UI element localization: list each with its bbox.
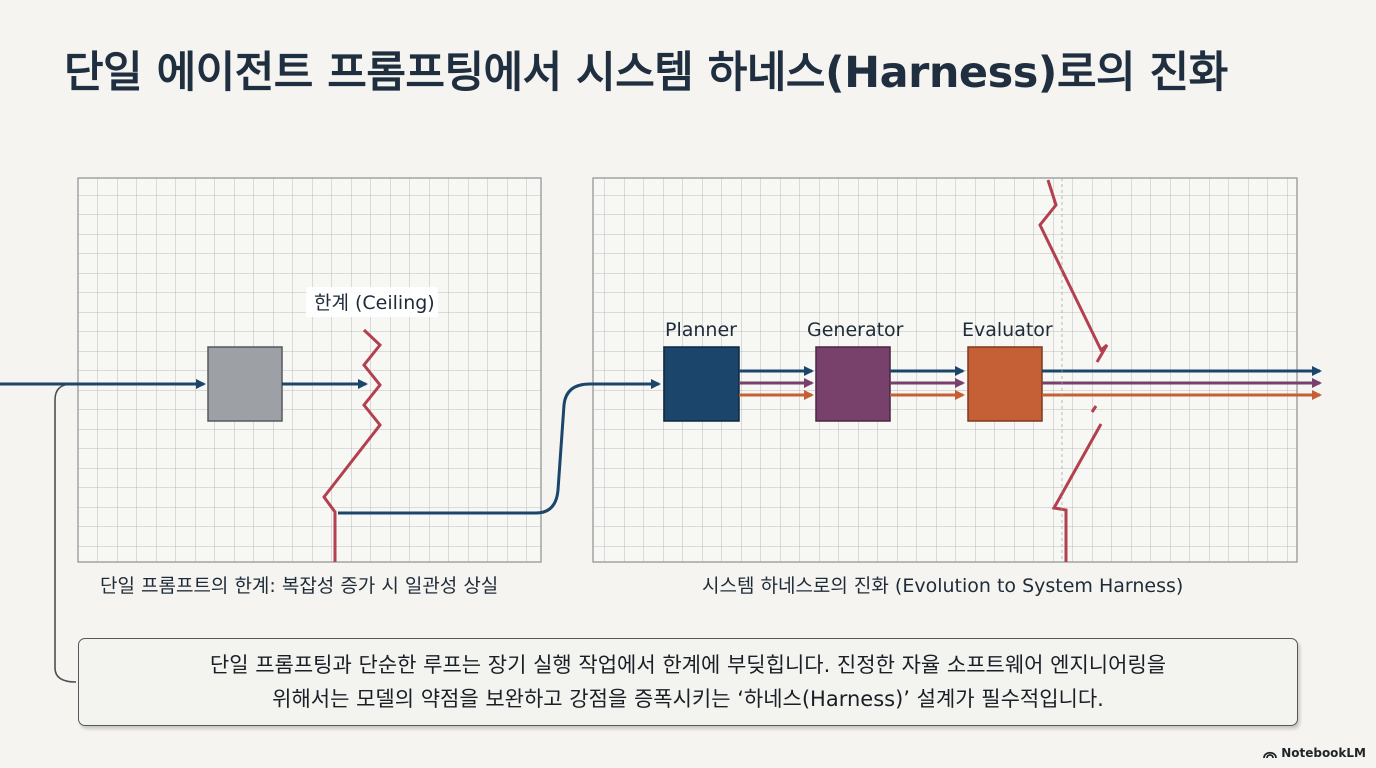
brand-text: NotebookLM [1281,746,1366,760]
evolution-flow-path [338,379,661,515]
summary-box: 단일 프롬프팅과 단순한 루프는 장기 실행 작업에서 한계에 부딪힙니다. 진… [78,638,1298,726]
evaluator-label: Evaluator [962,319,1053,341]
left-panel-caption: 단일 프롬프트의 한계: 복잡성 증가 시 일관성 상실 [100,575,499,597]
evaluator-box [967,346,1043,422]
right-panel-caption: 시스템 하네스로의 진화 (Evolution to System Harnes… [702,575,1184,597]
notebooklm-branding: NotebookLM [1263,746,1366,760]
broken-ceiling-lower [1051,405,1103,562]
generator-box [815,346,891,422]
page-title: 단일 에이전트 프롬프팅에서 시스템 하네스(Harness)로의 진화 [64,48,1228,98]
ceiling-label: 한계 (Ceiling) [314,292,435,314]
ceiling-barrier [322,328,383,562]
summary-connector-line [54,383,77,683]
notebooklm-icon [1263,751,1278,759]
summary-line-1: 단일 프롬프팅과 단순한 루프는 장기 실행 작업에서 한계에 부딪힙니다. 진… [209,653,1167,677]
planner-box [663,346,740,422]
generator-label: Generator [807,319,904,341]
broken-ceiling-upper [1038,179,1109,363]
summary-line-2: 위해서는 모델의 약점을 보완하고 강점을 증폭시키는 ‘하네스(Harness… [272,687,1104,711]
left-grid-panel [77,177,542,563]
single-prompt-box [207,346,283,422]
planner-label: Planner [665,319,737,341]
